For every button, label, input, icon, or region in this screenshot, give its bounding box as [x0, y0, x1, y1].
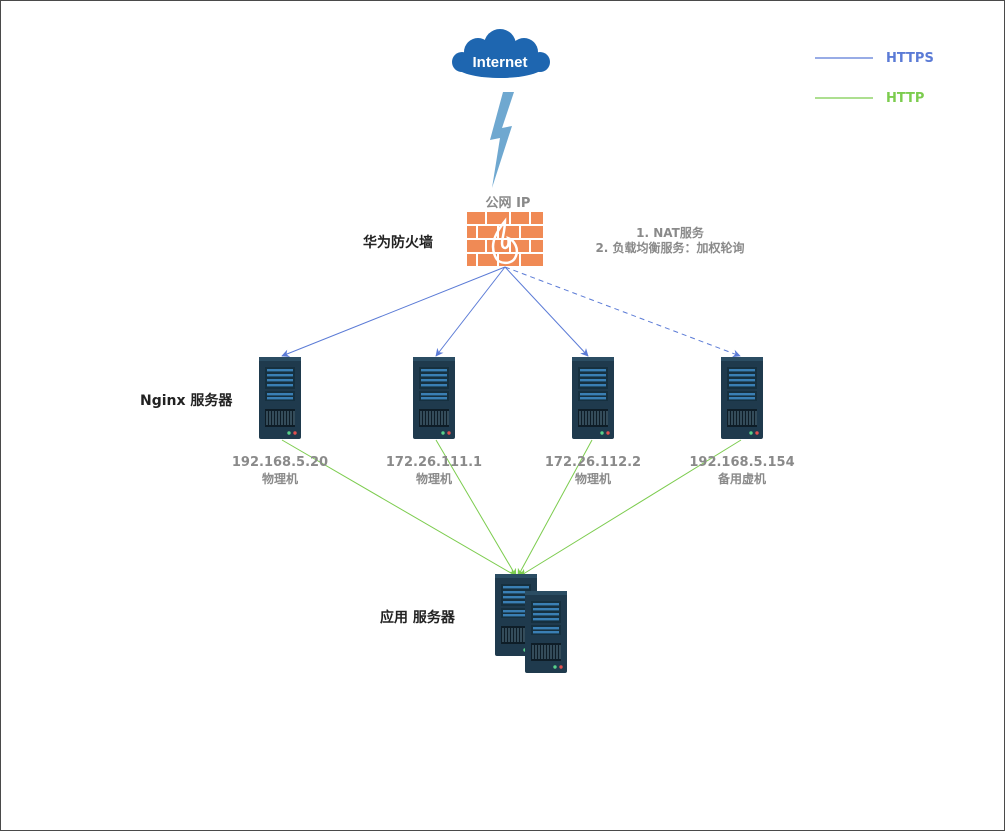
server-ip: 192.168.5.154: [689, 455, 795, 470]
http-link-4: [519, 439, 742, 577]
nginx-server-icon-4: [720, 356, 764, 440]
https-link-4: [504, 266, 741, 358]
public-ip-label: 公网 IP: [485, 196, 531, 211]
server-type: 物理机: [574, 472, 611, 486]
http-link-1: [281, 439, 517, 577]
https-link-3: [504, 266, 589, 357]
server-ip: 172.26.112.2: [544, 455, 642, 470]
firewall-notes: 1. NAT服务 2. 负载均衡服务：加权轮询: [590, 226, 750, 256]
nginx-server-label-3: 172.26.112.2 物理机: [535, 455, 651, 487]
firewall-title: 华为防火墙: [363, 235, 433, 251]
app-server-icon-front: [524, 590, 568, 674]
internet-label: Internet: [472, 54, 527, 71]
legend-https-label: HTTPS: [886, 51, 934, 66]
http-link-2: [435, 439, 517, 577]
firewall-note-2: 2. 负载均衡服务：加权轮询: [595, 241, 745, 255]
nginx-server-label-1: 192.168.5.20 物理机: [222, 455, 338, 487]
firewall-icon: [467, 212, 543, 266]
internet-cloud-icon: [452, 29, 550, 78]
app-group-label: 应用 服务器: [380, 610, 455, 626]
https-link-1: [281, 266, 506, 358]
legend-http-label: HTTP: [886, 91, 925, 106]
nginx-server-icon-3: [571, 356, 615, 440]
server-ip: 192.168.5.20: [231, 455, 329, 470]
server-type: 物理机: [415, 472, 452, 486]
lightning-icon: [490, 92, 514, 188]
server-ip: 172.26.111.1: [385, 455, 483, 470]
firewall-note-1: 1. NAT服务: [636, 226, 704, 240]
server-type: 备用虚机: [717, 472, 766, 486]
nginx-group-label: Nginx 服务器: [140, 393, 233, 409]
nginx-server-label-4: 192.168.5.154 备用虚机: [682, 455, 802, 487]
nginx-server-icon-2: [412, 356, 456, 440]
nginx-server-icon-1: [258, 356, 302, 440]
nginx-server-label-2: 172.26.111.1 物理机: [376, 455, 492, 487]
server-type: 物理机: [261, 472, 298, 486]
https-link-2: [435, 266, 506, 357]
http-link-3: [517, 439, 593, 577]
